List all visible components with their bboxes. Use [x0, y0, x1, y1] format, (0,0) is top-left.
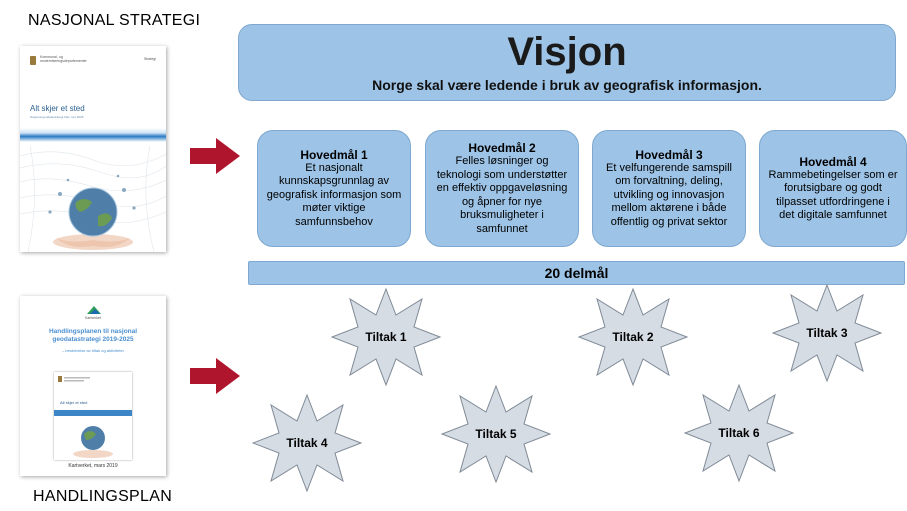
tiltak-label: Tiltak 3 — [806, 326, 848, 340]
inner-cover-illustration — [54, 376, 132, 458]
tiltak-label: Tiltak 1 — [365, 330, 407, 344]
goal-text: Rammebetingelser som er forutsigbare og … — [768, 168, 898, 222]
vision-statement: Norge skal være ledende i bruk av geogra… — [372, 77, 762, 93]
star-shape-icon — [251, 393, 363, 493]
cover-department-line1: Kommunal- og — [40, 55, 63, 59]
goal-text: Felles løsninger og teknologi som unders… — [436, 155, 568, 235]
cover2-org: Kartverket — [85, 316, 101, 320]
action-plan-label: HANDLINGSPLAN — [33, 488, 173, 505]
tiltak-label: Tiltak 5 — [475, 427, 517, 441]
vision-box: Visjon Norge skal være ledende i bruk av… — [238, 24, 896, 101]
cover2-title: Handlingsplanen til nasjonal geodatastra… — [48, 328, 138, 343]
tiltak-label: Tiltak 6 — [718, 426, 760, 440]
tiltak-label: Tiltak 4 — [286, 436, 328, 450]
goal-text: Et velfungerende samspill om forvaltning… — [606, 161, 732, 228]
cover2-inner-title: Alt skjer et sted — [60, 400, 88, 405]
tiltak-star-4: Tiltak 4 — [251, 391, 363, 495]
goal-title: Hovedmål 4 — [799, 154, 867, 169]
goal-title: Hovedmål 3 — [635, 147, 703, 162]
goal-title: Hovedmål 1 — [300, 147, 368, 162]
cover-subtitle: Nasjonal geodatastrategi fram mot 2025 — [30, 115, 84, 119]
cover-header: Kommunal- og moderniseringsdepartementet… — [30, 54, 158, 72]
arrow-right-icon — [190, 358, 240, 394]
goal-title: Hovedmål 2 — [468, 141, 536, 155]
goal-box-2: Hovedmål 2 Felles løsninger og teknologi… — [425, 130, 579, 247]
cover-department: Kommunal- og moderniseringsdepartementet — [40, 55, 100, 63]
tiltak-star-6: Tiltak 6 — [683, 381, 795, 485]
cover-department-line2: moderniseringsdepartementet — [40, 59, 87, 64]
cover-wave-band — [20, 128, 166, 142]
vision-title: Visjon — [507, 30, 627, 74]
star-shape-icon — [771, 283, 883, 383]
cover2-subtitle: – beskrivelse av tiltak og aktiviteter — [62, 348, 124, 353]
tiltak-star-3: Tiltak 3 — [771, 281, 883, 385]
cover-tag: Strategi — [143, 57, 156, 61]
sub-goals-bar: 20 delmål — [248, 261, 905, 285]
action-plan-cover-thumbnail: Kartverket Handlingsplanen til nasjonal … — [20, 296, 166, 476]
tiltak-star-2: Tiltak 2 — [577, 285, 689, 389]
tiltak-star-1: Tiltak 1 — [330, 285, 442, 389]
arrow-right-icon — [190, 138, 240, 174]
strategy-cover-thumbnail: Kommunal- og moderniseringsdepartementet… — [20, 46, 166, 252]
tiltak-star-5: Tiltak 5 — [440, 382, 552, 486]
star-shape-icon — [330, 287, 442, 387]
star-shape-icon — [577, 287, 689, 387]
goal-box-1: Hovedmål 1 Et nasjonalt kunnskapsgrunnla… — [257, 130, 411, 247]
kartverket-logo-icon — [87, 306, 101, 314]
star-shape-icon — [683, 383, 795, 483]
cover2-inner-strategy-thumbnail: Alt skjer et sted — [54, 372, 132, 460]
star-shape-icon — [440, 384, 552, 484]
cover2-footer: Kartverket, mars 2019 — [68, 463, 118, 469]
goal-text: Et nasjonalt kunnskapsgrunnlag av geogra… — [266, 161, 402, 228]
goal-box-4: Hovedmål 4 Rammebetingelser som er forut… — [759, 130, 907, 247]
tiltak-label: Tiltak 2 — [612, 330, 654, 344]
strategy-label: NASJONAL STRATEGI — [28, 12, 201, 29]
cover-title: Alt skjer et sted — [30, 104, 85, 113]
crest-icon — [30, 56, 36, 65]
goal-box-3: Hovedmål 3 Et velfungerende samspill om … — [592, 130, 746, 247]
globe-in-hands-illustration — [20, 146, 166, 252]
